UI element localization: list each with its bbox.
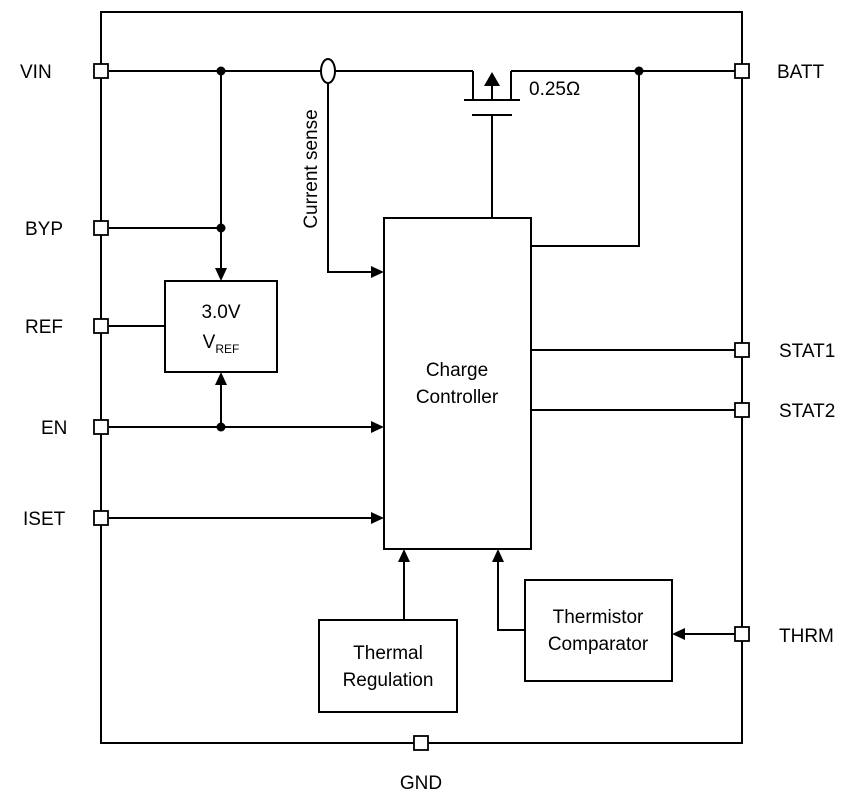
charge-controller-line2: Controller bbox=[416, 387, 499, 408]
thermistor-comparator-line2: Comparator bbox=[548, 634, 649, 655]
vref-voltage: 3.0V bbox=[201, 302, 240, 323]
pin-label-byp: BYP bbox=[25, 219, 63, 240]
junction-vin bbox=[216, 66, 226, 76]
pin-label-stat1: STAT1 bbox=[779, 341, 835, 362]
pin-label-gnd: GND bbox=[400, 773, 442, 794]
arrow-current-sense bbox=[371, 266, 384, 278]
pin-label-stat2: STAT2 bbox=[779, 401, 835, 422]
batt-feedback-wire bbox=[531, 71, 640, 247]
thermal-regulation-block bbox=[318, 619, 458, 713]
pin-iset bbox=[93, 510, 109, 526]
arrow-iset-to-controller bbox=[371, 512, 384, 524]
pin-gnd bbox=[413, 735, 429, 751]
pin-label-en: EN bbox=[41, 418, 67, 439]
pin-byp bbox=[93, 220, 109, 236]
vref-subscript: REF bbox=[215, 342, 239, 356]
pin-vin bbox=[93, 63, 109, 79]
resistance-label: 0.25Ω bbox=[529, 79, 580, 100]
pin-label-ref: REF bbox=[25, 317, 63, 338]
pin-label-vin: VIN bbox=[20, 62, 52, 83]
pin-batt bbox=[734, 63, 750, 79]
current-sense-probe-icon bbox=[320, 58, 336, 84]
charge-controller-line1: Charge bbox=[426, 360, 488, 381]
pin-thrm bbox=[734, 626, 750, 642]
pin-label-batt: BATT bbox=[777, 62, 825, 83]
pass-fet-icon bbox=[464, 72, 520, 116]
arrow-en-to-controller bbox=[371, 421, 384, 433]
arrow-into-vref bbox=[215, 268, 227, 281]
thermistor-comparator-line1: Thermistor bbox=[553, 607, 644, 628]
pin-en bbox=[93, 419, 109, 435]
junction-batt bbox=[634, 66, 644, 76]
thermal-regulation-line2: Regulation bbox=[343, 670, 434, 691]
thermal-regulation-line1: Thermal bbox=[353, 643, 423, 664]
junction-en bbox=[216, 422, 226, 432]
current-sense-label: Current sense bbox=[301, 109, 322, 228]
vref-label: VREF bbox=[203, 332, 240, 356]
pin-label-thrm: THRM bbox=[779, 626, 834, 647]
arrow-en-to-vref bbox=[215, 372, 227, 385]
arrow-thermistor-to-controller bbox=[492, 549, 504, 562]
current-sense-wire bbox=[327, 71, 372, 273]
pin-label-iset: ISET bbox=[23, 509, 66, 530]
pin-ref bbox=[93, 318, 109, 334]
pin-stat2 bbox=[734, 402, 750, 418]
arrow-thrm-to-comparator bbox=[672, 628, 685, 640]
charge-controller-block bbox=[383, 217, 532, 550]
thermistor-comparator-block bbox=[524, 579, 673, 682]
junction-byp bbox=[216, 223, 226, 233]
arrow-thermal-to-controller bbox=[398, 549, 410, 562]
thermistor-to-controller-wire bbox=[497, 560, 525, 631]
vref-block bbox=[164, 280, 278, 373]
pin-stat1 bbox=[734, 342, 750, 358]
